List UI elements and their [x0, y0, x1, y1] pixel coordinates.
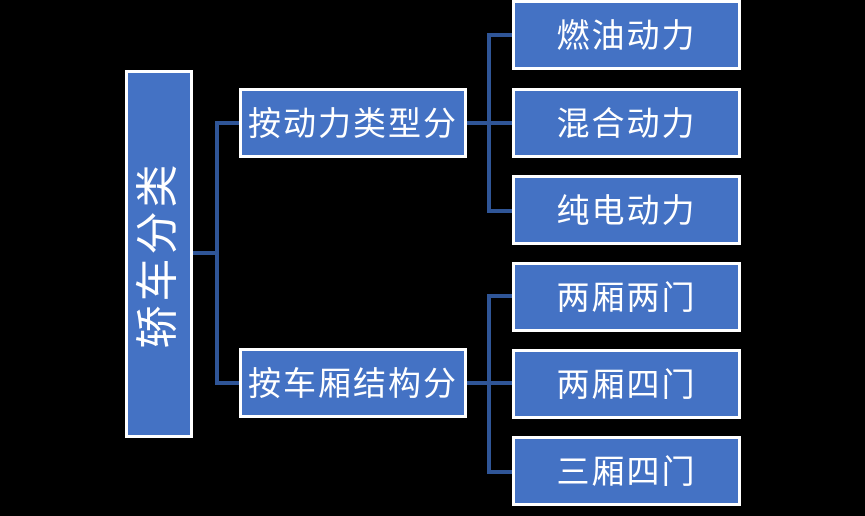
connector-branch-1-to-leaf-2 — [487, 121, 514, 125]
connector-branch-2-stub — [465, 381, 491, 385]
node-leaf-gasoline-power-label: 燃油动力 — [556, 15, 697, 55]
node-leaf-two-box-two-door[interactable]: 两厢两门 — [512, 262, 741, 332]
node-leaf-two-box-four-door-label: 两厢四门 — [556, 364, 697, 404]
node-branch-power-type-label: 按动力类型分 — [248, 103, 458, 143]
node-leaf-two-box-four-door[interactable]: 两厢四门 — [512, 349, 741, 419]
connector-branch-1-stub — [465, 121, 491, 125]
node-leaf-hybrid-power[interactable]: 混合动力 — [512, 88, 741, 158]
connector-root-stub — [193, 251, 219, 255]
node-branch-body-structure-label: 按车厢结构分 — [248, 363, 458, 403]
connector-root-to-branch-2 — [215, 381, 241, 385]
node-branch-body-structure[interactable]: 按车厢结构分 — [239, 348, 467, 418]
connector-root-to-branch-1 — [215, 121, 241, 125]
node-leaf-hybrid-power-label: 混合动力 — [556, 103, 697, 143]
node-leaf-two-box-two-door-label: 两厢两门 — [556, 277, 697, 317]
connector-branch-2-to-leaf-3 — [487, 470, 514, 474]
connector-branch-2-to-leaf-2 — [487, 381, 514, 385]
connector-branch-1-to-leaf-1 — [487, 33, 514, 37]
connector-branch-2-to-leaf-1 — [487, 294, 514, 298]
node-leaf-three-box-four-door[interactable]: 三厢四门 — [512, 436, 741, 506]
connector-root-trunk — [215, 121, 219, 385]
node-root[interactable]: 轿车分类 — [125, 70, 193, 438]
node-leaf-three-box-four-door-label: 三厢四门 — [556, 451, 697, 491]
node-branch-power-type[interactable]: 按动力类型分 — [239, 88, 467, 158]
connector-branch-1-to-leaf-3 — [487, 209, 514, 213]
node-root-label: 轿车分类 — [133, 160, 184, 348]
node-leaf-gasoline-power[interactable]: 燃油动力 — [512, 0, 741, 70]
node-leaf-electric-power[interactable]: 纯电动力 — [512, 175, 741, 245]
node-leaf-electric-power-label: 纯电动力 — [556, 190, 697, 230]
